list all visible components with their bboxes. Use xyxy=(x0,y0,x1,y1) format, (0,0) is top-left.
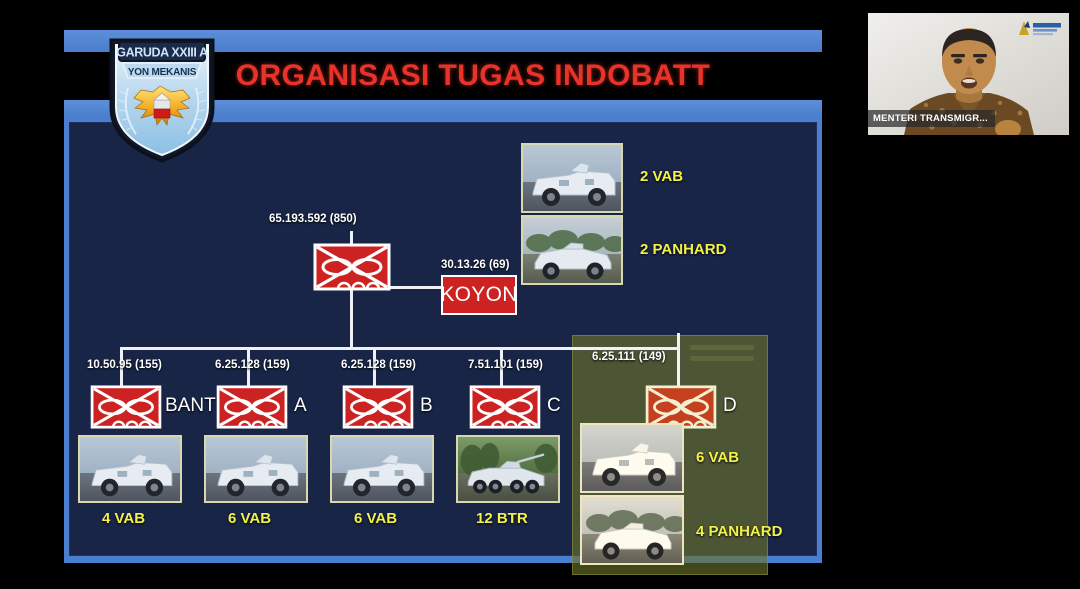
participant-name-tag: MENTERI TRANSMIGR... xyxy=(868,110,995,127)
hq-vehicle-photo-vab xyxy=(521,143,623,213)
company-vehicle-photo-b xyxy=(330,435,434,503)
presentation-slide: ORGANISASI TUGAS INDOBATT xyxy=(64,30,822,575)
slide-body: 65.193.592 (850) xyxy=(69,122,817,575)
koyon-code: 30.13.26 (69) xyxy=(441,259,510,271)
connector-stub-c xyxy=(500,375,503,387)
company-vehicle-photo-c xyxy=(456,435,560,503)
slide-body-frame: 65.193.592 (850) xyxy=(64,118,822,575)
slide-top-bar xyxy=(64,30,822,52)
root-unit-symbol-icon xyxy=(313,243,391,291)
connector-drop-b xyxy=(373,347,376,379)
company-vehicle-photo-a xyxy=(204,435,308,503)
page-title: ORGANISASI TUGAS INDOBATT xyxy=(235,59,711,92)
connector-stub-a xyxy=(247,375,250,387)
child-label-c: C xyxy=(547,395,561,416)
svg-text:GARUDA XXIII A: GARUDA XXIII A xyxy=(116,46,208,60)
child-unit-symbol-d-icon xyxy=(645,385,717,429)
company-vehicle-photo-d-panhard xyxy=(580,495,684,565)
d-panel-streak xyxy=(690,345,754,350)
company-vehicle-photo-d xyxy=(580,423,684,493)
child-label-a: A xyxy=(294,395,307,416)
connector-stub-d xyxy=(677,375,680,387)
child-label-d: D xyxy=(723,395,737,416)
koyon-box: KOYON xyxy=(440,275,517,315)
root-node-code: 65.193.592 (850) xyxy=(269,213,357,225)
company-vehicle-caption-a: 6 VAB xyxy=(228,510,272,527)
hq-vehicle-caption-panhard: 2 PANHARD xyxy=(640,241,727,258)
garuda-unit-badge-icon: GARUDA XXIII A YON MEKANIS xyxy=(101,30,223,165)
connector-stub-root xyxy=(350,231,353,245)
connector-koyon xyxy=(350,286,442,289)
connector-drop-d xyxy=(677,333,680,379)
video-feed: MENTERI TRANSMIGR... xyxy=(868,13,1069,135)
child-unit-symbol-bant-icon xyxy=(90,385,162,429)
video-call-panel[interactable]: MENTERI TRANSMIGR... xyxy=(859,4,1078,144)
svg-text:YON MEKANIS: YON MEKANIS xyxy=(128,67,197,78)
connector-bus xyxy=(120,347,680,350)
company-vehicle-caption-c: 12 BTR xyxy=(476,510,528,527)
child-code-d: 6.25.111 (149) xyxy=(592,351,666,363)
hq-vehicle-photo-panhard xyxy=(521,215,623,285)
d-panel-streak xyxy=(690,356,754,361)
company-vehicle-photo-bant xyxy=(78,435,182,503)
child-unit-symbol-a-icon xyxy=(216,385,288,429)
hq-vehicle-caption-vab: 2 VAB xyxy=(640,168,684,185)
company-vehicle-caption-d-panhard: 4 PANHARD xyxy=(696,523,783,540)
company-vehicle-caption-d: 6 VAB xyxy=(696,449,740,466)
child-unit-symbol-b-icon xyxy=(342,385,414,429)
connector-drop-a xyxy=(247,347,250,379)
connector-drop-c xyxy=(500,347,503,379)
child-code-b: 6.25.128 (159) xyxy=(341,359,416,371)
connector-drop-bant xyxy=(120,347,123,379)
child-code-a: 6.25.128 (159) xyxy=(215,359,290,371)
connector-stub-b xyxy=(373,375,376,387)
child-code-c: 7.51.101 (159) xyxy=(468,359,543,371)
company-vehicle-caption-bant: 4 VAB xyxy=(102,510,146,527)
slide-under-bar xyxy=(64,100,822,118)
child-unit-symbol-c-icon xyxy=(469,385,541,429)
child-label-bant: BANT xyxy=(165,395,216,416)
connector-root-trunk xyxy=(350,275,353,349)
connector-stub-bant xyxy=(120,375,123,387)
child-label-b: B xyxy=(420,395,433,416)
ministry-logo-icon xyxy=(1015,18,1063,40)
org-chart: 65.193.592 (850) xyxy=(70,123,816,555)
company-vehicle-caption-b: 6 VAB xyxy=(354,510,398,527)
child-code-bant: 10.50.95 (155) xyxy=(87,359,162,371)
